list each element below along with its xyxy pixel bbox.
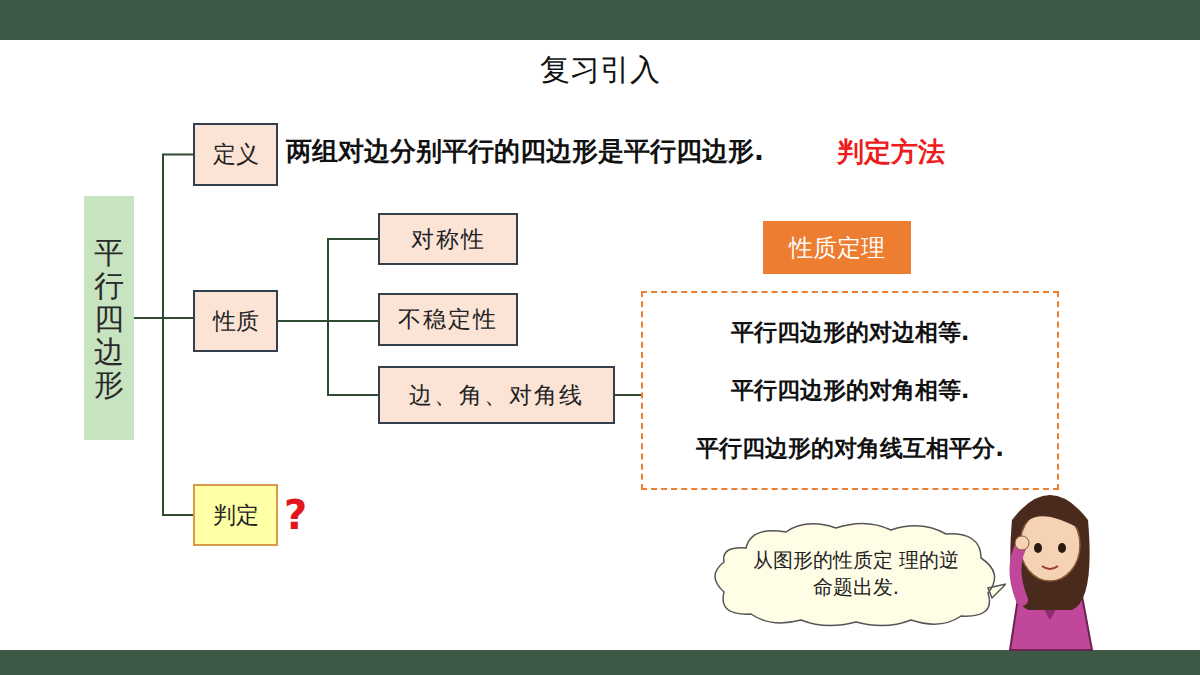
slide-title: 复习引入 (0, 50, 1200, 91)
node-label: 对称性 (411, 224, 486, 255)
bottom-band (0, 650, 1200, 675)
girl-illustration (1010, 495, 1092, 650)
heading-tag: 性质定理 (763, 221, 911, 274)
thought-cloud: 从图形的性质定 理的逆命题出发. (706, 518, 1006, 630)
category-box: 判定 (193, 484, 278, 546)
tree-connector (278, 321, 378, 395)
category-box: 性质 (193, 290, 278, 352)
property-box: 不稳定性 (378, 293, 518, 346)
theorem-text: 平行四边形的对边相等. (731, 317, 970, 348)
node-label: 边、角、对角线 (409, 380, 584, 411)
question-mark: ? (284, 492, 307, 538)
definition-text: 两组对边分别平行的四边形是平行四边形. (286, 134, 764, 169)
property-box: 边、角、对角线 (378, 366, 615, 424)
highlight-text: 判定方法 (837, 134, 945, 170)
theorem-text: 平行四边形的对角相等. (731, 375, 970, 406)
node-label: 定义 (213, 139, 259, 170)
property-box: 对称性 (378, 213, 518, 265)
tree-connector (278, 239, 378, 321)
cloud-outline (706, 518, 1006, 630)
theorem-text: 平行四边形的对角线互相平分. (696, 433, 1004, 464)
top-band (0, 0, 1200, 40)
node-label: 不稳定性 (398, 304, 498, 335)
tree-connector (134, 318, 193, 515)
category-box: 定义 (193, 123, 278, 186)
node-label: 判定 (213, 500, 259, 531)
theorem-box: 平行四边形的对边相等. 平行四边形的对角相等. 平行四边形的对角线互相平分. (641, 291, 1059, 490)
tree-connector (134, 155, 193, 319)
thought-text: 从图形的性质定 理的逆命题出发. (746, 547, 966, 601)
tree-connector (615, 395, 641, 396)
node-label: 平行四边形 (94, 236, 124, 401)
node-label: 性质 (213, 306, 259, 337)
node-label: 性质定理 (789, 232, 885, 264)
root-box: 平行四边形 (84, 196, 134, 440)
